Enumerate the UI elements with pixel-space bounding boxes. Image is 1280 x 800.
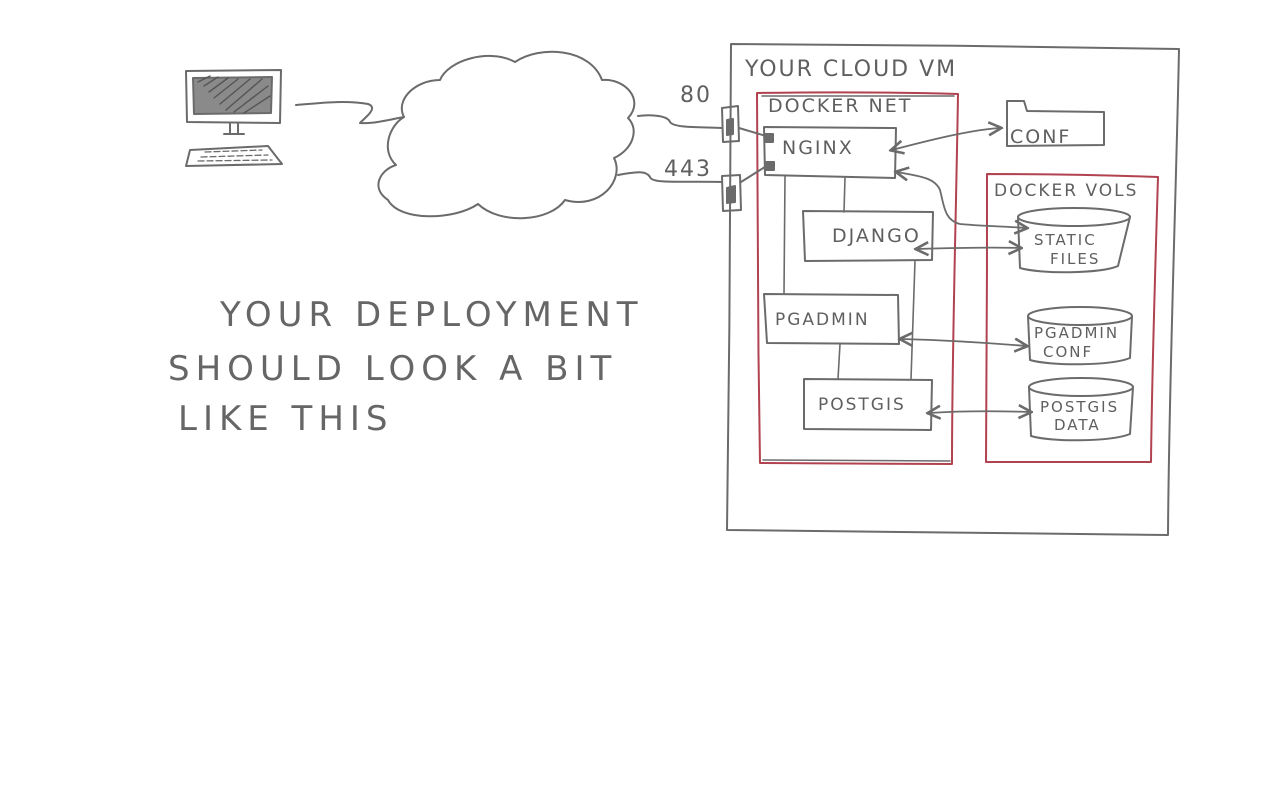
folder-icon: [1006, 100, 1105, 147]
caption-line-2: SHOULD LOOK A BIT: [168, 349, 617, 389]
postgis-label: POSTGIS: [818, 395, 906, 415]
cloud-icon: [377, 50, 636, 220]
caption-line-3: LIKE THIS: [178, 399, 394, 439]
cylinder-icon: [1017, 207, 1134, 442]
django-box: [802, 210, 934, 262]
static-files-label-line1: STATIC: [1034, 231, 1097, 249]
postgis-data-label-line1: POSTGIS: [1040, 398, 1119, 416]
pgadmin-conf-label-line2: CONF: [1043, 343, 1093, 361]
django-label: DJANGO: [832, 225, 921, 247]
mount-arrows: [892, 128, 1030, 413]
internal-links: [783, 175, 916, 380]
link-port-443: [617, 171, 723, 183]
port-443-label: 443: [664, 157, 712, 182]
conf-label: CONF: [1010, 126, 1071, 148]
link-computer-cloud: [295, 101, 405, 125]
docker-net-frame: [756, 91, 959, 465]
cloud-vm-title: YOUR CLOUD VM: [744, 57, 957, 82]
computer-icon: [185, 69, 283, 167]
docker-net-inner-edge: [761, 95, 955, 462]
docker-vols-label: DOCKER VOLS: [994, 181, 1138, 201]
static-files-label-line2: FILES: [1050, 250, 1100, 268]
link-port-80: [637, 114, 723, 129]
docker-net-label: DOCKER NET: [768, 95, 912, 117]
pgadmin-conf-label-line1: PGADMIN: [1034, 324, 1119, 342]
caption-line-1: YOUR DEPLOYMENT: [219, 295, 644, 335]
postgis-data-label-line2: DATA: [1054, 416, 1101, 434]
cloud-vm-frame: [726, 43, 1180, 536]
postgis-box: [803, 378, 933, 431]
port-80-label: 80: [680, 83, 712, 108]
nginx-port-connectors: [738, 127, 775, 183]
nginx-label: NGINX: [782, 137, 854, 159]
pgadmin-label: PGADMIN: [775, 310, 870, 330]
